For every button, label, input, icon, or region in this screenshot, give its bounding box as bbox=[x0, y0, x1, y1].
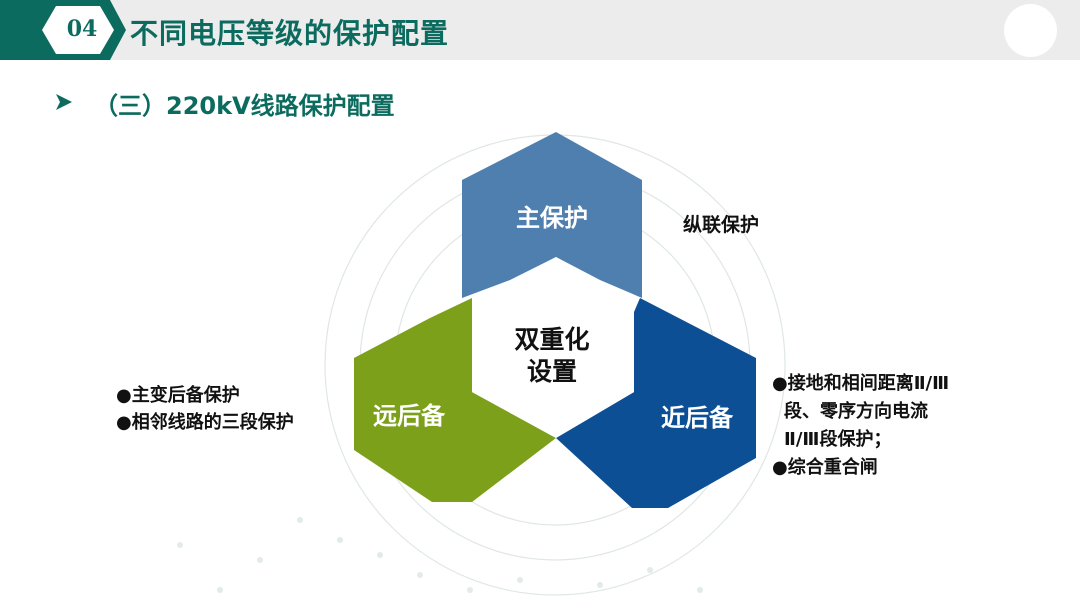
note-main-protection: 纵联保护 bbox=[683, 214, 760, 236]
note-right-line: ●接地和相间距离Ⅱ/Ⅲ bbox=[772, 373, 950, 394]
center-label-line1: 双重化 bbox=[514, 325, 589, 354]
section-number: 04 bbox=[66, 16, 98, 42]
segment-remote-backup bbox=[354, 298, 556, 502]
section-title: 不同电压等级的保护配置 bbox=[130, 17, 450, 50]
note-local-backup: ●接地和相间距离Ⅱ/Ⅲ 段、零序方向电流 Ⅱ/Ⅲ段保护； ●综合重合闸 bbox=[772, 370, 949, 482]
header-bar bbox=[0, 0, 1080, 60]
note-right-line: ●综合重合闸 bbox=[772, 457, 878, 478]
segment-remote-label: 远后备 bbox=[373, 402, 446, 430]
note-left-line: ●主变后备保护 bbox=[116, 385, 240, 406]
note-right-line: 段、零序方向电流 bbox=[784, 401, 928, 422]
subtitle: （三）220kV线路保护配置 bbox=[94, 92, 395, 120]
note-right-line: Ⅱ/Ⅲ段保护； bbox=[784, 429, 892, 450]
center-hexagon bbox=[472, 257, 634, 438]
section-number-badge: 04 bbox=[0, 0, 140, 60]
segment-local-label: 近后备 bbox=[661, 404, 734, 432]
note-left-line: ●相邻线路的三段保护 bbox=[116, 412, 294, 433]
arrow-bullet-icon bbox=[56, 94, 72, 110]
badge-shape bbox=[0, 0, 126, 60]
header-circle-decoration bbox=[1004, 4, 1057, 57]
note-remote-backup: ●主变后备保护 ●相邻线路的三段保护 bbox=[116, 382, 294, 436]
segment-main-protection bbox=[462, 132, 642, 298]
segment-local-backup bbox=[556, 298, 756, 508]
background-dots bbox=[177, 517, 703, 593]
center-label-line2: 设置 bbox=[527, 357, 577, 386]
segment-main-label: 主保护 bbox=[516, 204, 588, 232]
